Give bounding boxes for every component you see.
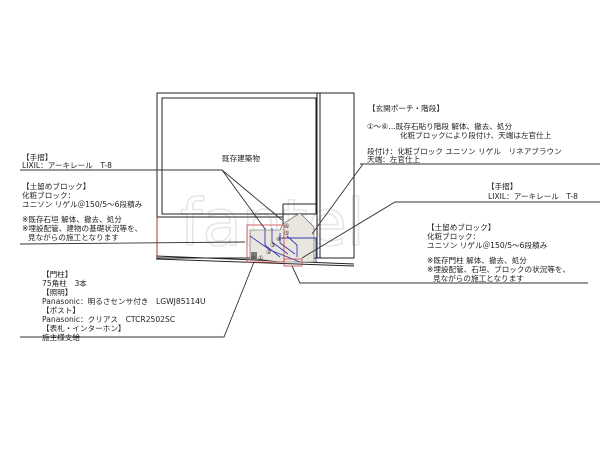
step-2: ② [266,249,272,256]
step-4: ④ [276,236,281,243]
boundary-line [155,255,355,267]
porch-line4: 天端：左官仕上 [367,154,421,164]
handrail-right-title: 【手摺】 [487,181,517,191]
retaining-left-title: 【土留めブロック】 [22,181,90,191]
porch-line3: 段付け：化粧ブロック ユニソン リゲル リネアブラウン [367,146,562,156]
building-label: 既存建築物 [222,153,260,163]
step-3: ③ [270,242,275,249]
retaining-left-note3: 見ながらの施工となります [28,232,119,242]
retaining-right-title: 【土留めブロック】 [427,222,495,232]
retaining-right-line2: ユニソン リゲル＠150/5～6段積み [427,240,548,250]
nameplate-title: 【表札・インターホン】 [42,323,126,333]
retaining-left-note2: ※埋設配管、建物の基礎状況等を、 [22,223,142,233]
step-1: ① [258,255,263,262]
handrail-left-spec: LIXIL：アーキレール T-8 [22,161,112,170]
gate-post-spec: 75角柱 3本 [42,278,87,288]
mailbox-title: 【ポスト】 [42,306,80,315]
retaining-right-note2: ※埋設配管、石垣、ブロックの状況等を、 [427,264,570,274]
mailbox-spec: Panasonic：クリアス CTCR2502SC [42,315,175,324]
porch-title: 【玄関ポーチ・階段】 [368,103,444,113]
porch-steps: ① ② ③ ④ ⑤ ⑥ ① [156,212,317,267]
handrail-left-title: 【手摺】 [22,152,52,162]
gate-post-title: 【門柱】 [42,269,72,279]
retaining-right-note3: 見ながらの施工となります [433,273,524,283]
step-6: ⑥ [284,223,289,230]
retaining-left-note1: ※既存石垣 解体、撤去、処分 [22,214,122,224]
step-5: ⑤ [284,230,289,237]
retaining-right-line1: 化粧ブロック： [427,231,480,241]
retaining-left-line1: 化粧ブロック： [22,190,75,200]
retaining-left-line2: ユニソン リゲル＠150/5～6段積み [22,199,143,209]
light-title: 【照明】 [42,288,72,297]
porch-line1: ①～⑥…既存石貼り階段 解体、撤去、処分 [367,121,513,131]
light-spec: Panasonic：明るさセンサ付き LGWJ85114U [42,296,206,306]
retaining-right-note1: ※既存門柱 解体、撤去、処分 [427,255,527,265]
svg-text:①: ① [251,255,256,262]
handrail-right-spec: LIXIL：アーキレール T-8 [488,192,578,201]
porch-line2: 化粧ブロックにより段付け、天端は左官仕上 [400,130,552,140]
nameplate-spec: 施主様支給 [42,332,80,342]
leader-lines [19,163,600,338]
